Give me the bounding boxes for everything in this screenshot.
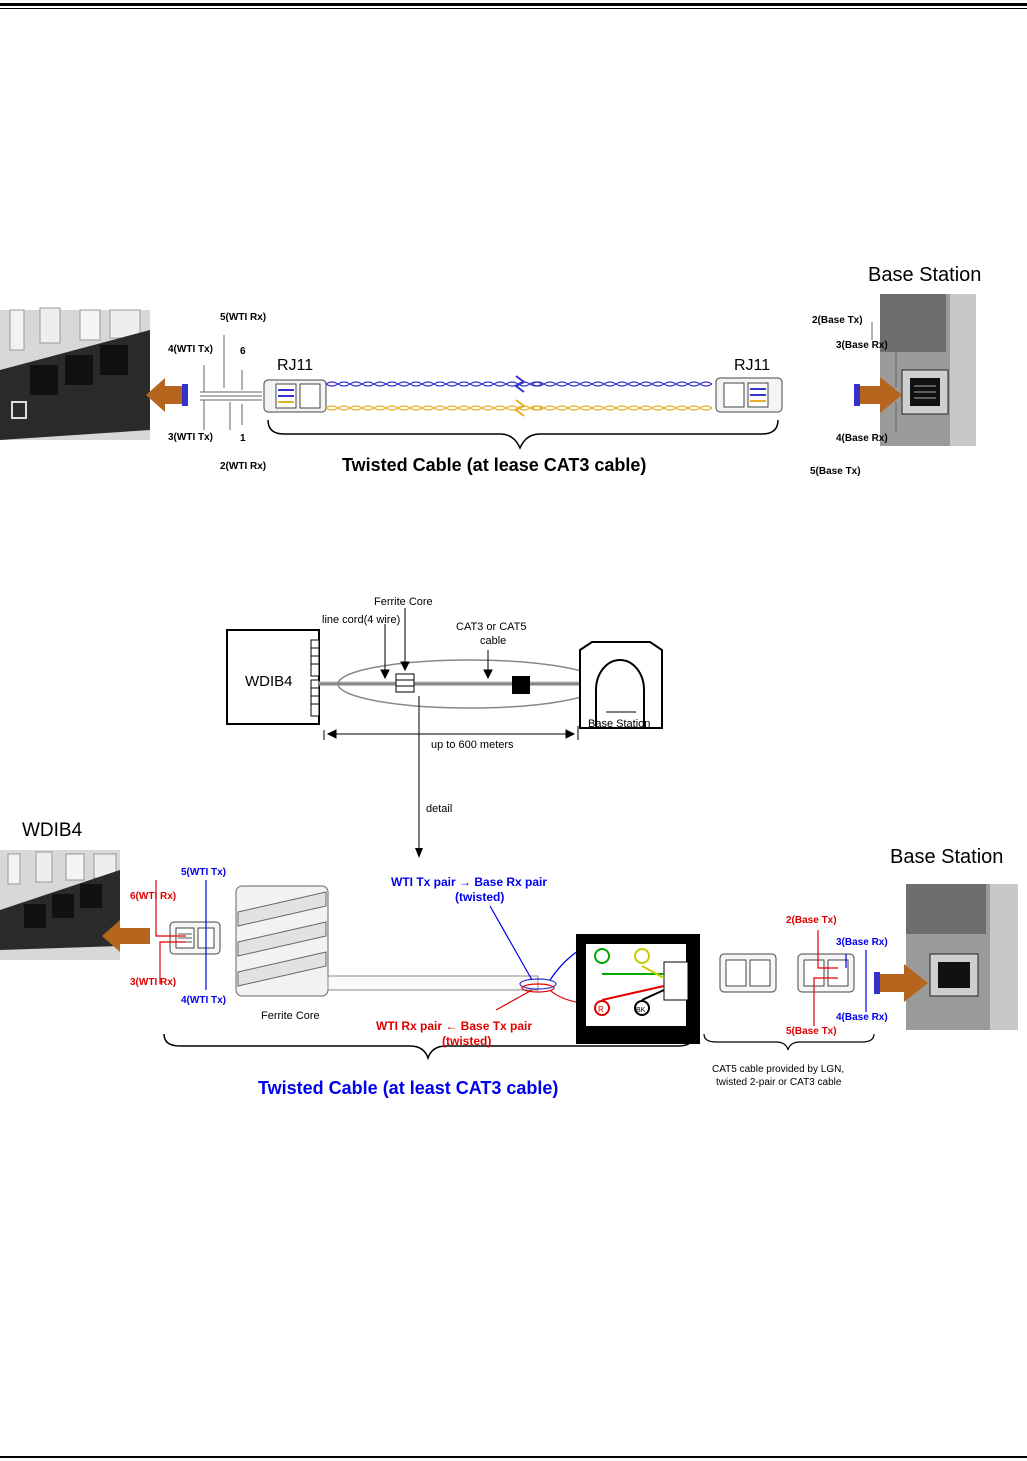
cat-cable-label-line2: cable — [480, 635, 507, 647]
ferrite-core-label-3: Ferrite Core — [261, 1010, 320, 1022]
pin-label-2-base-tx-3: 2(Base Tx) — [786, 915, 837, 926]
detail-label: detail — [426, 803, 453, 815]
base-station-label-2: Base Station — [588, 718, 651, 730]
pin-label-5-wti-rx: 5(WTI Rx) — [220, 312, 267, 323]
wdib4-device-image — [0, 307, 150, 440]
terminal-r-label: R — [598, 1005, 604, 1014]
rx-pair-label-line2: (twisted) — [442, 1034, 492, 1048]
wdib4-ports — [310, 639, 320, 717]
cable-brace — [267, 419, 779, 450]
arrow-to-wdib4-2 — [102, 920, 150, 952]
base-station-image-2 — [906, 884, 1018, 1030]
tx-pair-label-line2: (twisted) — [455, 890, 505, 904]
pin-label-4-base-rx: 4(Base Rx) — [836, 433, 888, 444]
diagram-2-graphics — [226, 608, 663, 858]
rj11-plug-right — [715, 377, 783, 413]
wall-jack — [576, 934, 700, 1044]
cable-break-marks — [514, 375, 526, 417]
pin-label-3-base-rx-3: 3(Base Rx) — [836, 937, 888, 948]
rj11-plug-detail-right — [719, 953, 855, 993]
twisted-blue-pair — [325, 381, 713, 387]
pin-label-3-wti-tx: 3(WTI Tx) — [168, 432, 213, 443]
cat5-note-line2: twisted 2-pair or CAT3 cable — [716, 1077, 842, 1088]
cat5-brace — [703, 1033, 875, 1051]
diagram-1-graphics — [0, 294, 976, 450]
pin-label-6: 6 — [240, 346, 246, 357]
wdib4-title-3: WDIB4 — [22, 820, 83, 841]
distance-label: up to 600 meters — [431, 739, 514, 751]
pin-label-3-base-rx: 3(Base Rx) — [836, 340, 888, 351]
base-station-title-3: Base Station — [890, 846, 1004, 868]
line-cord-label: line cord(4 wire) — [322, 614, 401, 626]
top-rule-thin — [0, 8, 1027, 9]
pin-label-3-wti-rx: 3(WTI Rx) — [130, 977, 177, 988]
terminal-bk-label: BK — [636, 1007, 646, 1014]
flat-cable — [327, 975, 539, 991]
pin-label-4-base-rx-3: 4(Base Rx) — [836, 1012, 888, 1023]
arrow-to-base-station — [854, 377, 902, 413]
pin-label-5-wti-tx: 5(WTI Tx) — [181, 867, 226, 878]
wdib4-box — [226, 629, 320, 725]
base-station-title-1: Base Station — [868, 264, 982, 286]
wdib4-label-box: WDIB4 — [245, 673, 293, 690]
left-pin-wires — [200, 335, 262, 430]
rj11-plug-detail-left — [169, 921, 221, 955]
right-pin-wires — [871, 322, 897, 432]
ferrite-core-block — [395, 673, 415, 693]
base-station-box — [579, 641, 663, 729]
base-station-image — [880, 294, 976, 446]
rx-pair-label-line1: WTI Rx pair ← Base Tx pair — [376, 1019, 533, 1033]
ferrite-core-coil — [235, 885, 329, 997]
pin-label-4-wti-tx: 4(WTI Tx) — [181, 995, 226, 1006]
rj11-plug-left — [263, 379, 327, 413]
arrow-to-wdib4 — [146, 378, 188, 412]
top-rule-thick — [0, 3, 1027, 6]
pin-label-1: 1 — [240, 433, 246, 444]
distance-dimension — [323, 726, 579, 740]
tx-pair-label-line1: WTI Tx pair → Base Rx pair — [391, 875, 548, 889]
cat5-note-line1: CAT5 cable provided by LGN, — [712, 1064, 845, 1075]
pointer-arrows — [380, 608, 493, 680]
cable-caption-1: Twisted Cable (at lease CAT3 cable) — [342, 455, 647, 475]
pin-label-2-base-tx: 2(Base Tx) — [812, 315, 863, 326]
cable-connector-block — [512, 676, 530, 694]
pin-label-5-base-tx-3: 5(Base Tx) — [786, 1026, 837, 1037]
right-pin-leaders — [813, 930, 867, 1026]
ferrite-core-label-1: Ferrite Core — [374, 596, 433, 608]
wdib4-device-image-2 — [0, 850, 120, 960]
left-pin-leaders — [155, 880, 207, 990]
pin-label-6-wti-rx: 6(WTI Rx) — [130, 891, 177, 902]
pin-label-4-wti-tx: 4(WTI Tx) — [168, 344, 213, 355]
pin-label-2-wti-rx: 2(WTI Rx) — [220, 461, 267, 472]
diagram-3-graphics: R BK — [0, 850, 1018, 1061]
twisted-yellow-pair — [325, 405, 713, 411]
cable-brace-2 — [163, 1033, 695, 1061]
cat-cable-label-line1: CAT3 or CAT5 — [456, 621, 527, 633]
bottom-rule — [0, 1456, 1027, 1458]
cable-caption-3: Twisted Cable (at least CAT3 cable) — [258, 1078, 559, 1098]
twist-swirl — [489, 905, 601, 1011]
pin-label-5-base-tx: 5(Base Tx) — [810, 466, 861, 477]
rj11-label-left: RJ11 — [277, 357, 314, 374]
arrow-to-base-station-2 — [874, 964, 928, 1002]
rj11-label-right: RJ11 — [734, 357, 771, 374]
